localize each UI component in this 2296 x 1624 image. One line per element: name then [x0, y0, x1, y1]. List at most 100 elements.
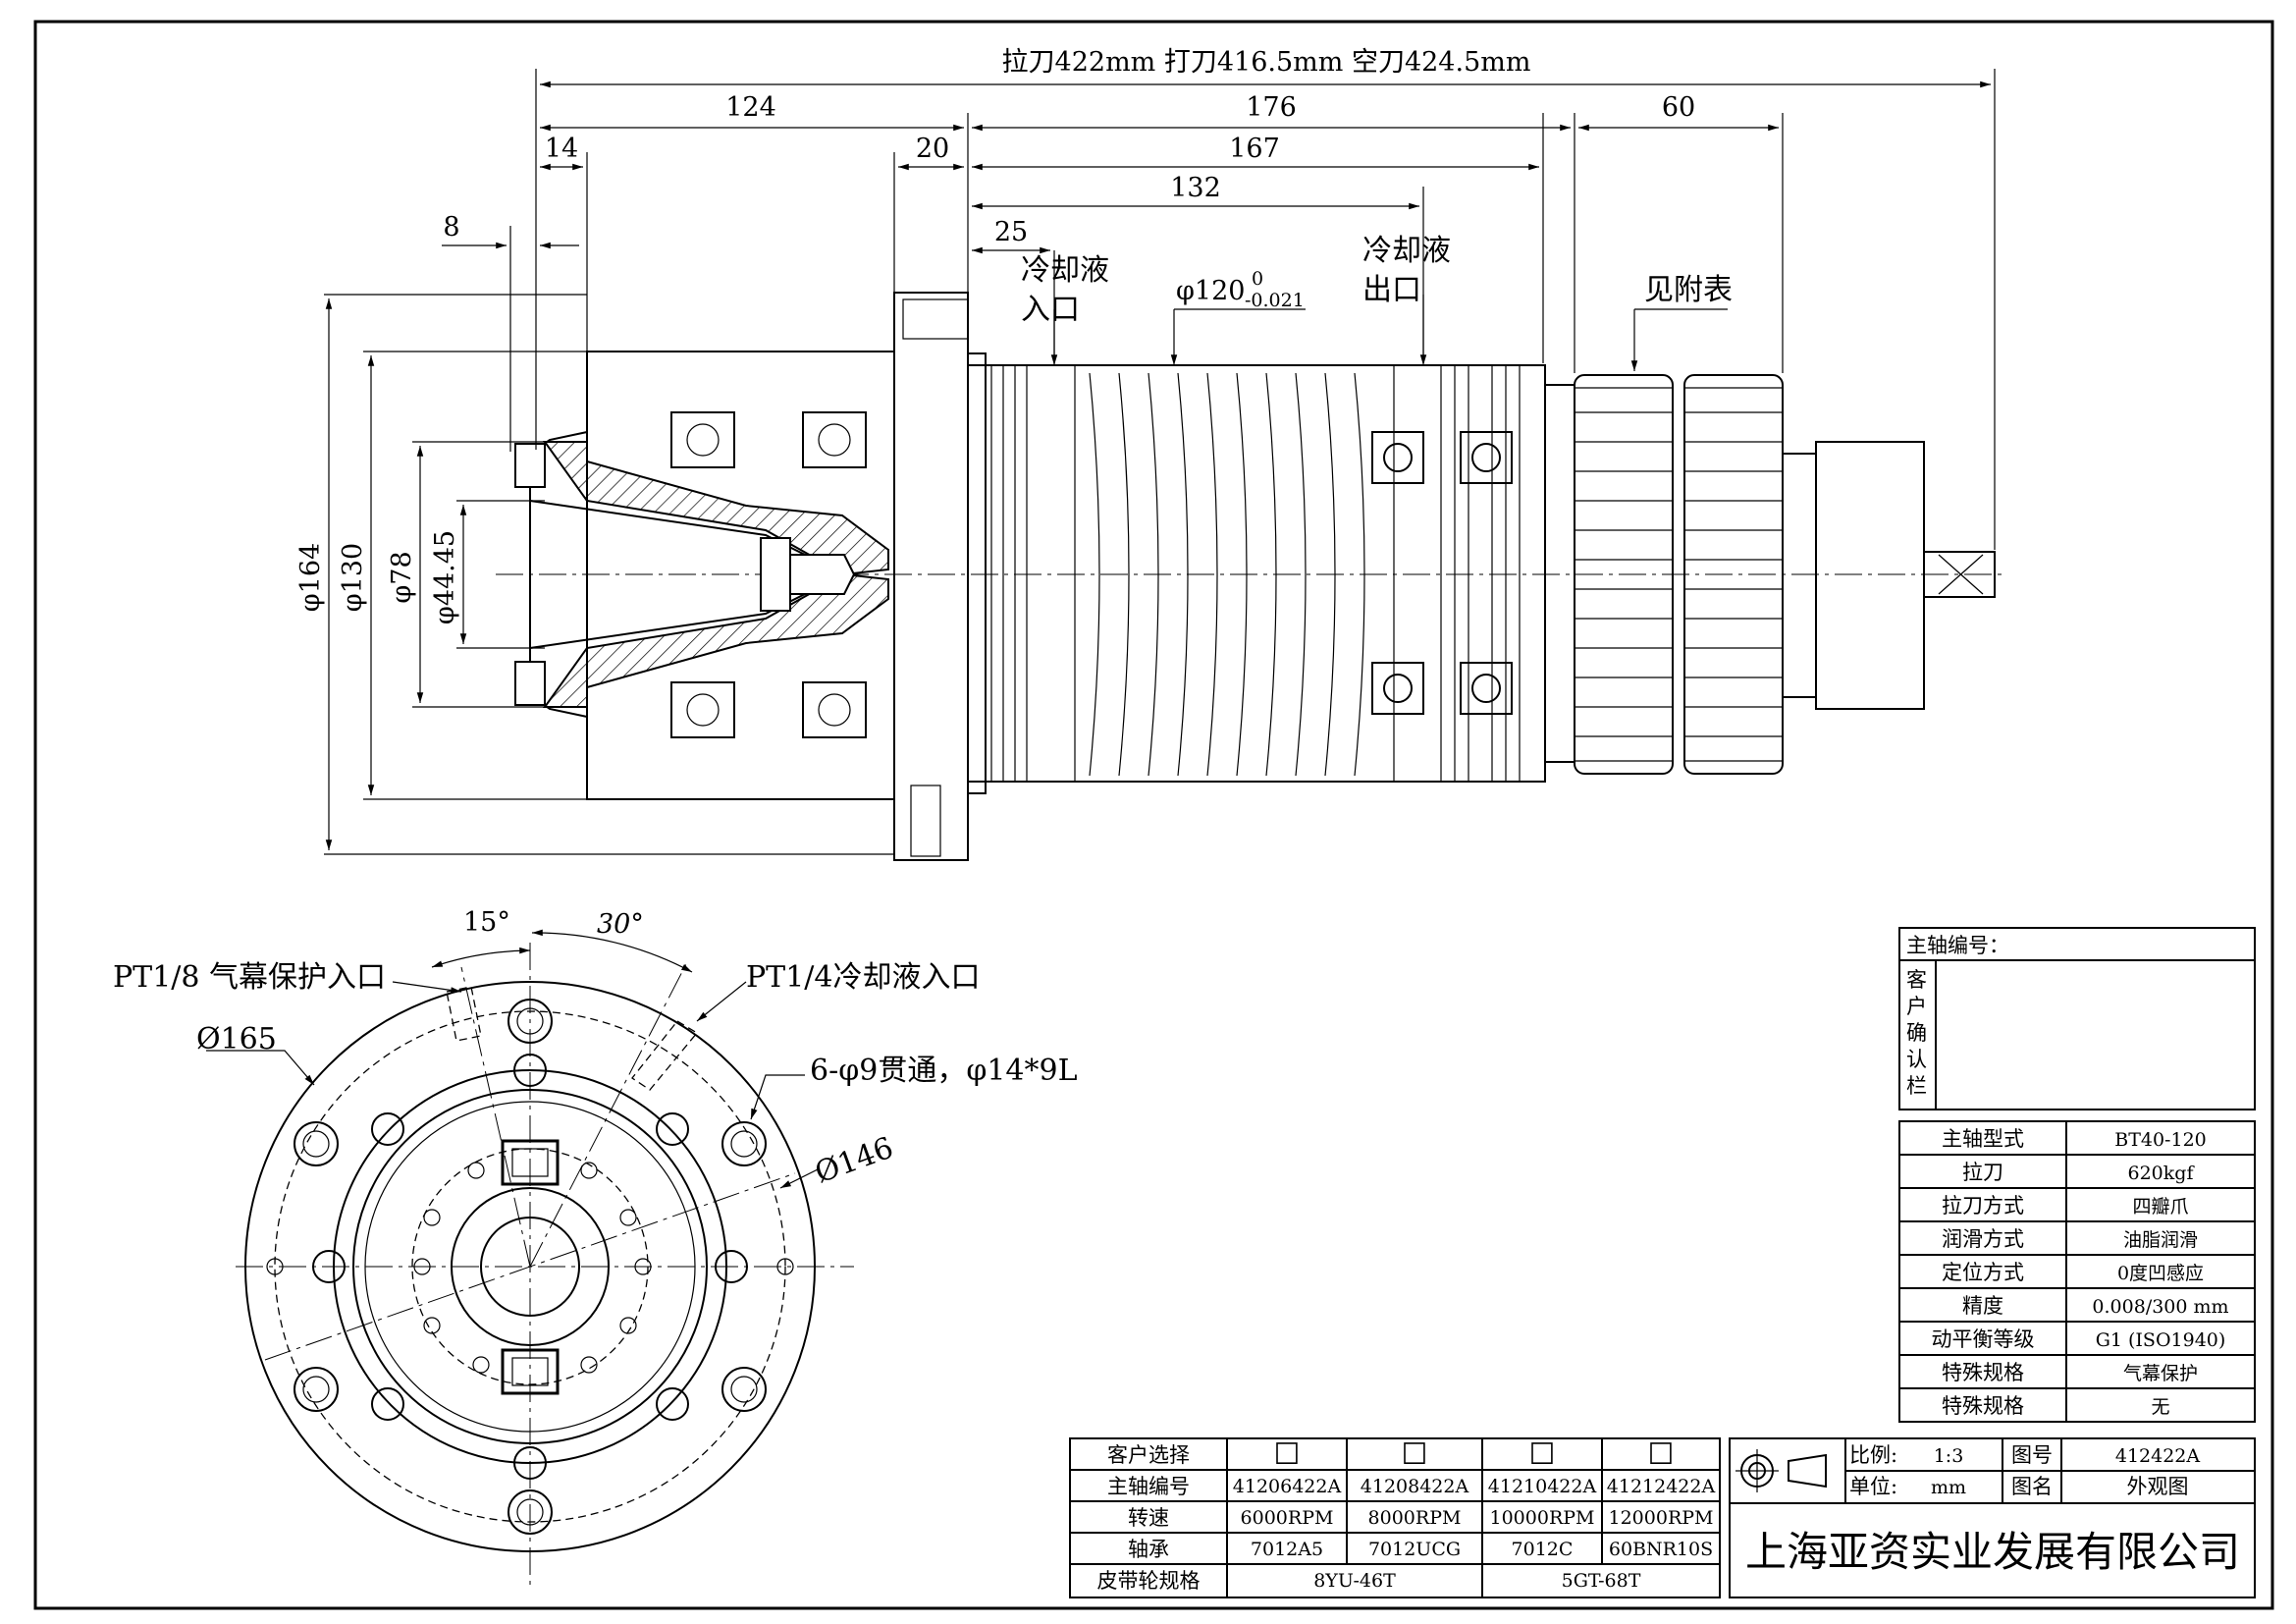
scale-label: 比例:	[1849, 1443, 1897, 1467]
options-row-label: 客户选择	[1107, 1443, 1190, 1467]
flange-bolt-top	[902, 298, 969, 340]
model-number: 41212422A	[1607, 1476, 1716, 1497]
bearing-value: 60BNR10S	[1609, 1539, 1713, 1560]
dim-phi120: φ120	[1176, 276, 1245, 306]
spec-key: 精度	[1962, 1294, 2003, 1318]
dim-132: 132	[1170, 173, 1221, 203]
spec-value: 620kgf	[2128, 1163, 2196, 1184]
dim-phi120-lower-tol: -0.021	[1245, 290, 1305, 311]
dim-phi164: φ164	[295, 543, 326, 612]
dim-phi120-upper-tol: 0	[1252, 268, 1263, 290]
side-dimensions: 拉刀422mm 打刀416.5mm 空刀424.5mm 124 176 60 1…	[295, 47, 1996, 855]
customer-confirm-box: 主轴编号： 客 户 确 认 栏	[1898, 927, 2256, 1110]
model-number: 41208422A	[1361, 1476, 1469, 1497]
label-see-table: 见附表	[1644, 273, 1733, 307]
inner-holes	[266, 1054, 794, 1480]
spec-key: 定位方式	[1942, 1261, 2024, 1284]
dim-14: 14	[545, 134, 578, 164]
drawing-no-label: 图号	[2011, 1443, 2053, 1467]
confirm-title: 主轴编号：	[1906, 934, 2009, 957]
select-checkbox-2[interactable]: ☐	[1402, 1437, 1428, 1472]
model-number: 41206422A	[1233, 1476, 1342, 1497]
options-row-label: 转速	[1128, 1506, 1169, 1530]
drive-key	[1923, 551, 1996, 598]
front-view: 15° 30° PT1/8 气幕保护入口 PT1/4冷却液入口 Ø165 6-φ…	[113, 907, 1078, 1591]
spec-value: 0度凹感应	[2117, 1263, 2204, 1284]
dim-25: 25	[994, 217, 1028, 247]
confirm-side-5: 栏	[1906, 1074, 1927, 1098]
mounting-holes	[294, 999, 767, 1535]
select-checkbox-1[interactable]: ☐	[1274, 1437, 1301, 1472]
body-ring	[333, 1069, 727, 1464]
flange-bolt-bottom	[910, 785, 941, 857]
drive-key-bottom	[501, 1348, 560, 1395]
label-coolant-in-2: 入口	[1021, 293, 1080, 327]
label-angle-15: 15°	[463, 907, 510, 938]
dim-phi78: φ78	[387, 551, 417, 603]
dim-167: 167	[1229, 134, 1280, 164]
frame-outer	[33, 20, 2274, 1610]
options-row-label: 皮带轮规格	[1097, 1569, 1201, 1593]
cooling-grooves	[990, 365, 1521, 782]
dim-phi4445: φ44.45	[430, 530, 460, 624]
label-coolant-out-2: 出口	[1362, 273, 1421, 307]
spindle-bore	[480, 1217, 580, 1317]
spec-key: 特殊规格	[1942, 1361, 2024, 1384]
speed-value: 6000RPM	[1241, 1507, 1334, 1529]
confirm-side-1: 客	[1906, 968, 1927, 992]
spec-key: 拉刀方式	[1942, 1194, 2024, 1218]
spec-key: 动平衡等级	[1932, 1327, 2035, 1351]
dim-176: 176	[1246, 92, 1297, 123]
confirm-side-3: 确	[1906, 1021, 1927, 1045]
label-phi165: Ø165	[196, 1022, 277, 1056]
pulley-value: 5GT-68T	[1562, 1570, 1641, 1592]
flange-outer	[244, 981, 816, 1552]
spec-key: 拉刀	[1962, 1161, 2003, 1184]
options-row-label: 轴承	[1128, 1538, 1169, 1561]
dim-124: 124	[725, 92, 776, 123]
pulley-1	[1574, 374, 1674, 775]
taper-section-bottom	[543, 572, 889, 708]
drive-key-top	[501, 1139, 560, 1186]
title-block: 比例: 1:3 单位: mm 图号 412422A 图名 外观图 上海亚资实业发…	[1729, 1437, 2256, 1598]
label-coolant-out-1: 冷却液	[1362, 234, 1451, 268]
coolant-port	[631, 1020, 698, 1091]
dim-60: 60	[1662, 92, 1695, 123]
dim-8: 8	[443, 212, 459, 243]
spindle-body	[967, 364, 1546, 783]
drawing-name: 外观图	[2127, 1475, 2189, 1498]
drawing-no: 412422A	[2115, 1445, 2201, 1467]
unit-label: 单位:	[1849, 1475, 1897, 1498]
spec-key: 特殊规格	[1942, 1394, 2024, 1418]
speed-value: 8000RPM	[1368, 1507, 1462, 1529]
spec-value: 无	[2151, 1396, 2169, 1418]
spec-value: 四瓣爪	[2132, 1196, 2188, 1218]
unit-value: mm	[1931, 1477, 1966, 1498]
side-view	[496, 292, 2002, 861]
speed-value: 12000RPM	[1609, 1507, 1714, 1529]
select-checkbox-4[interactable]: ☐	[1648, 1437, 1675, 1472]
taper-section-top	[543, 441, 889, 576]
label-holes: 6-φ9贯通，φ14*9L	[810, 1054, 1078, 1088]
spec-value: 气幕保护	[2123, 1363, 2198, 1384]
label-pt18: PT1/8 气幕保护入口	[113, 960, 386, 995]
helical-grooves	[1089, 372, 1365, 777]
confirm-side-4: 认	[1906, 1048, 1927, 1071]
rear-collar	[1544, 384, 1575, 763]
bearing-value: 7012C	[1512, 1539, 1574, 1560]
encoder	[1815, 441, 1925, 710]
bearing-value: 7012A5	[1251, 1539, 1323, 1560]
label-phi146: Ø146	[811, 1131, 898, 1191]
options-table: 客户选择 主轴编号 转速 轴承 皮带轮规格 ☐ ☐ ☐ ☐ 41206422A …	[1069, 1437, 1721, 1598]
spec-value: 0.008/300 mm	[2092, 1296, 2228, 1318]
label-angle-30: 30°	[597, 909, 644, 940]
specs-table: 主轴型式 BT40-120 拉刀 620kgf 拉刀方式 四瓣爪 润滑方式 油脂…	[1898, 1120, 2256, 1423]
select-checkbox-3[interactable]: ☐	[1529, 1437, 1556, 1472]
label-pt14: PT1/4冷却液入口	[746, 960, 980, 995]
dim-20: 20	[916, 134, 949, 164]
dim-phi130: φ130	[338, 543, 368, 612]
label-coolant-in-1: 冷却液	[1021, 253, 1109, 288]
spec-value: G1 (ISO1940)	[2096, 1329, 2226, 1351]
spec-key: 润滑方式	[1942, 1227, 2024, 1251]
pulley-value: 8YU-46T	[1313, 1570, 1396, 1592]
